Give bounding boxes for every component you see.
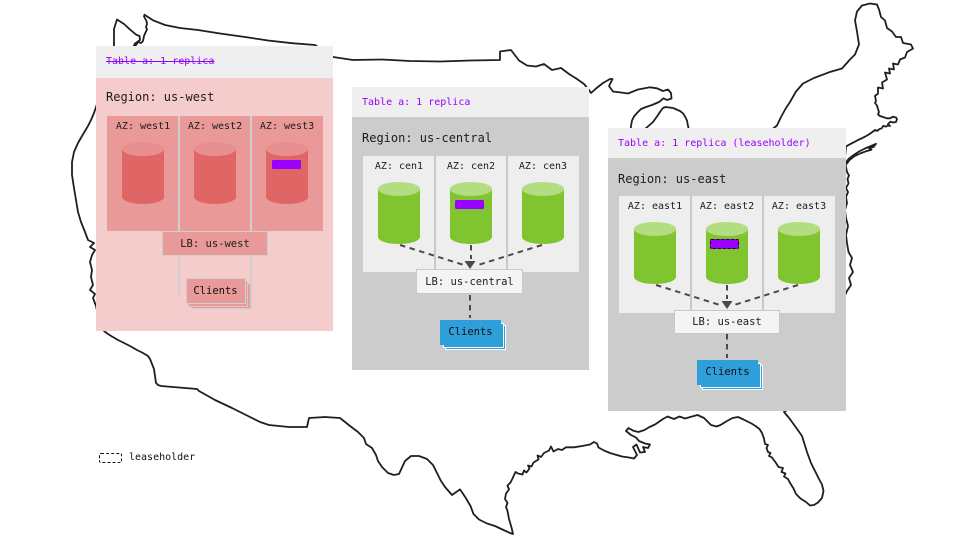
us-mainland-outline — [71, 2, 914, 535]
az-box-cen1: AZ: cen1 — [363, 156, 435, 272]
legend: leaseholder — [99, 452, 195, 463]
az-label-cen2: AZ: cen2 — [446, 161, 496, 172]
replica-chip-cen2 — [455, 200, 484, 209]
replica-chip-west3 — [272, 160, 301, 169]
panel-header-us-west — [96, 46, 333, 78]
az-group-us-central: AZ: cen1 AZ: cen2 AZ: cen3 — [363, 156, 579, 272]
region-panel-us-west: Table a: 1 replica Region: us-west AZ: w… — [96, 46, 333, 331]
az-box-west3: AZ: west3 — [251, 116, 323, 231]
clients-box-us-east: Clients — [697, 360, 758, 385]
az-label-west3: AZ: west3 — [259, 121, 315, 132]
az-box-east3: AZ: east3 — [763, 196, 835, 313]
panel-header-us-central — [352, 87, 589, 117]
region-title-us-east: Region: us-east — [618, 172, 727, 186]
leaseholder-swatch-icon — [99, 452, 122, 463]
database-cylinder-east3 — [778, 222, 820, 284]
database-cylinder-cen3 — [522, 182, 564, 244]
database-cylinder-west2 — [194, 142, 236, 204]
divider-line-west-1 — [178, 116, 180, 295]
database-cylinder-east1 — [634, 222, 676, 284]
az-label-west2: AZ: west2 — [187, 121, 243, 132]
clients-stack-us-west: Clients — [185, 278, 251, 309]
panel-header-us-east — [608, 128, 846, 158]
table-replica-label-us-east: Table a: 1 replica (leaseholder) — [618, 138, 811, 149]
az-label-east2: AZ: east2 — [699, 201, 755, 212]
az-label-cen3: AZ: cen3 — [518, 161, 568, 172]
region-panel-us-east: Table a: 1 replica (leaseholder) Region:… — [608, 128, 846, 411]
region-title-us-central: Region: us-central — [362, 131, 493, 145]
az-label-west1: AZ: west1 — [115, 121, 171, 132]
divider-line-east-1 — [690, 196, 692, 313]
database-cylinder-east2 — [706, 222, 748, 284]
az-group-us-east: AZ: east1 AZ: east2 AZ: east3 — [619, 196, 835, 313]
database-cylinder-west1 — [122, 142, 164, 204]
az-box-west1: AZ: west1 — [107, 116, 179, 231]
database-cylinder-cen2 — [450, 182, 492, 244]
long-island-outline — [845, 142, 877, 165]
database-cylinder-cen1 — [378, 182, 420, 244]
database-cylinder-west3 — [266, 142, 308, 204]
load-balancer-us-central: LB: us-central — [416, 269, 523, 294]
load-balancer-us-east: LB: us-east — [674, 310, 780, 334]
clients-stack-us-east: Clients — [697, 360, 763, 390]
table-replica-label-us-central: Table a: 1 replica — [362, 97, 471, 108]
az-label-east3: AZ: east3 — [771, 201, 827, 212]
az-group-us-west: AZ: west1 AZ: west2 AZ: west3 — [107, 116, 323, 231]
legend-label: leaseholder — [129, 452, 196, 463]
divider-line-central-2 — [506, 156, 508, 272]
clients-box-us-central: Clients — [440, 320, 501, 345]
load-balancer-us-west: LB: us-west — [162, 231, 268, 256]
divider-line-east-2 — [762, 196, 764, 313]
leaseholder-chip-east2 — [710, 239, 739, 249]
az-label-cen1: AZ: cen1 — [374, 161, 424, 172]
az-box-west2: AZ: west2 — [179, 116, 251, 231]
region-panel-us-central: Table a: 1 replica Region: us-central AZ… — [352, 87, 589, 370]
clients-stack-us-central: Clients — [440, 320, 506, 350]
az-box-east2: AZ: east2 — [691, 196, 763, 313]
az-label-east1: AZ: east1 — [627, 201, 683, 212]
table-replica-label-us-west: Table a: 1 replica — [106, 56, 215, 67]
az-box-east1: AZ: east1 — [619, 196, 691, 313]
az-box-cen3: AZ: cen3 — [507, 156, 579, 272]
clients-box-us-west: Clients — [185, 278, 246, 304]
region-title-us-west: Region: us-west — [106, 90, 215, 104]
divider-line-west-2 — [250, 116, 252, 309]
az-box-cen2: AZ: cen2 — [435, 156, 507, 272]
divider-line-central-1 — [434, 156, 436, 272]
